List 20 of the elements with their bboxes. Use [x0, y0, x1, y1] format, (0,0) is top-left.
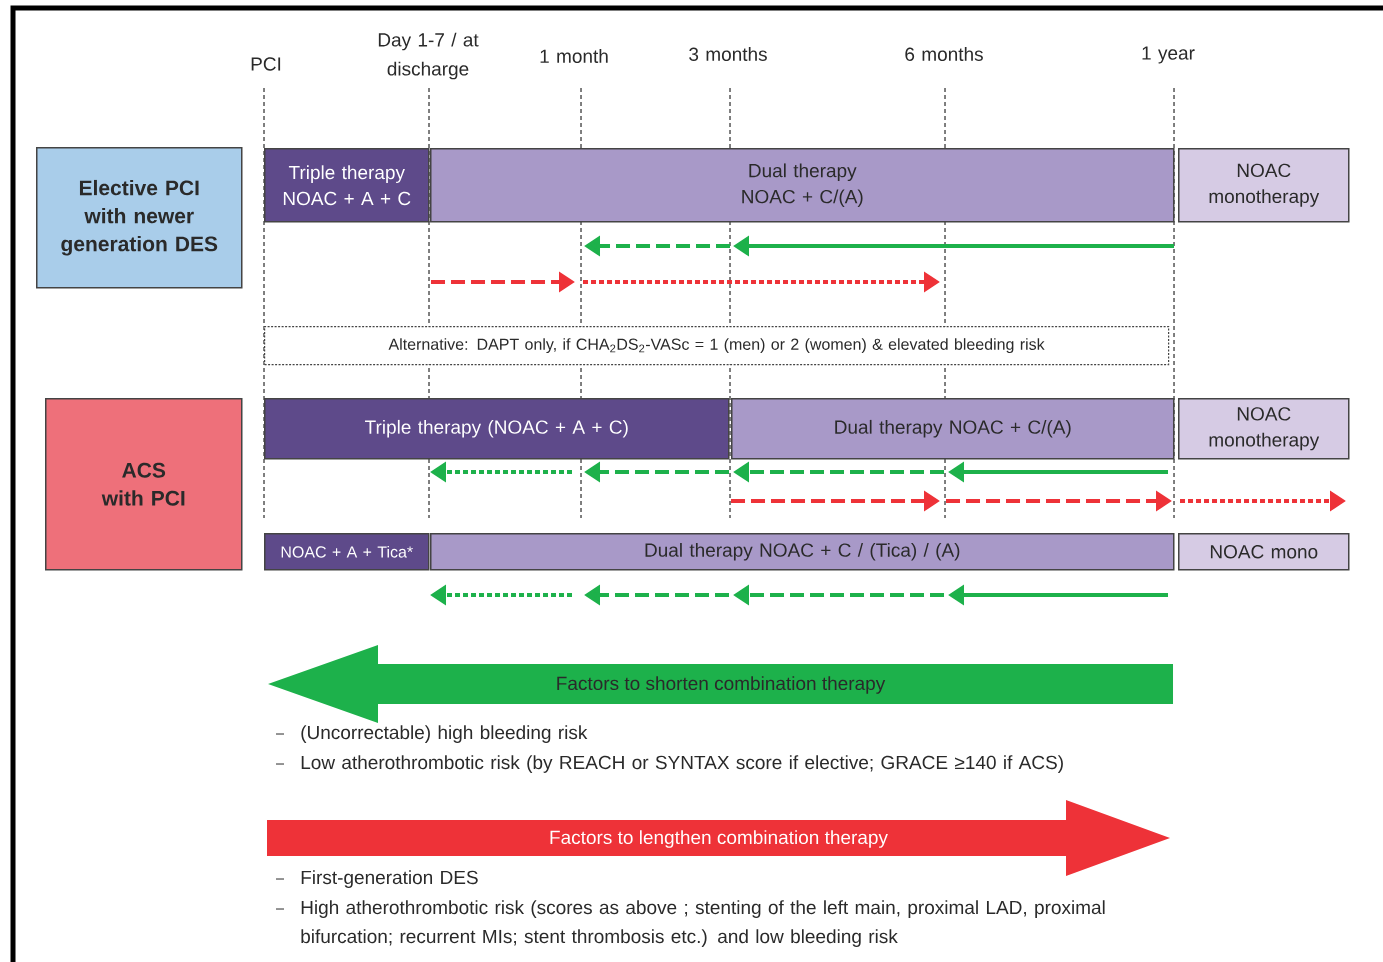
category-box: ACS with PCI: [45, 398, 243, 571]
therapy-bar: Dual therapy NOAC + C/(A): [731, 398, 1175, 460]
factor-text: High atherothrombotic risk (scores as above ; stenting of the left main, proximal LAD, proximal bifurcation; recurrent MIs; stent thrombosis etc.) and low bleeding risk: [301, 900, 1105, 947]
factor-text: Low atherothrombotic risk (by REACH or SYNTAX score if elective; GRACE ≥140 if ACS): [301, 755, 1063, 773]
time-label: 3 months: [689, 47, 767, 61]
therapy-bar: NOAC + A + Tica*: [264, 533, 430, 571]
therapy-bar: NOAC mono: [1178, 533, 1350, 571]
therapy-bar: Triple therapy (NOAC + A + C): [264, 398, 730, 460]
time-label: PCI: [251, 57, 281, 71]
category-box: Elective PCI with newer generation DES: [36, 147, 243, 289]
therapy-bar: Dual therapy NOAC + C / (Tica) / (A): [430, 533, 1175, 571]
time-label: 1 year: [1142, 46, 1195, 64]
time-label: Day 1-7 / at discharge: [378, 32, 479, 80]
therapy-bar: NOAC monotherapy: [1178, 398, 1350, 460]
therapy-bar: Dual therapy NOAC + C/(A): [430, 148, 1175, 223]
time-label: 1 month: [540, 49, 608, 63]
time-label: 6 months: [905, 47, 983, 61]
therapy-bar: Triple therapy NOAC + A + C: [264, 148, 430, 223]
alternative-box: Alternative: DAPT only, if CHA$_{2}$DS$_{2}$-VASc = 1 (men) or 2 (women) & elevated bleeding risk: [264, 326, 1170, 366]
therapy-bar: NOAC monotherapy: [1178, 148, 1350, 223]
